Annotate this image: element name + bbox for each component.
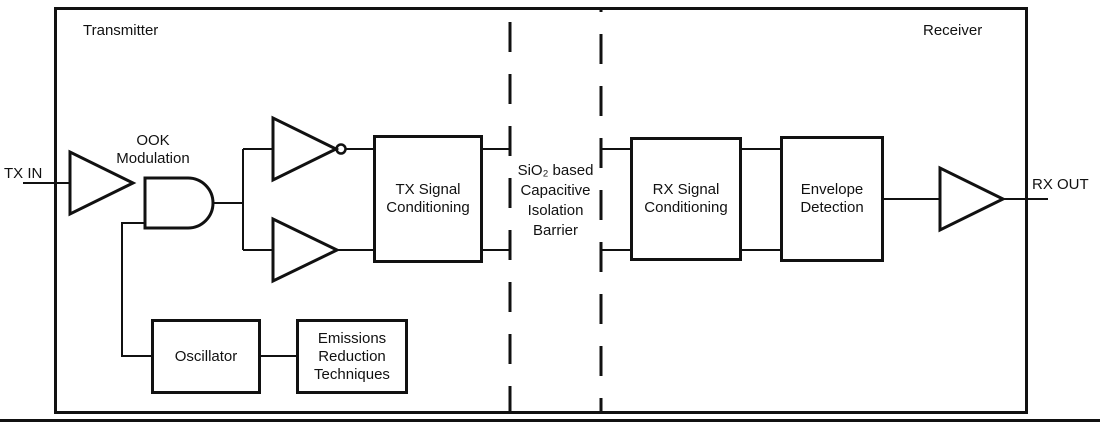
isolation-barrier-label: SiO₂ based Capacitive Isolation Barrier (517, 162, 594, 239)
buffer-amplifier-icon (68, 149, 137, 217)
oscillator-feedback-wire (121, 222, 151, 357)
emissions-reduction-block: Emissions Reduction Techniques (296, 319, 408, 394)
transmitter-region-label: Transmitter (83, 22, 159, 39)
rx-out-port-label: RX OUT (1032, 176, 1089, 193)
device-outline (54, 7, 1028, 414)
envelope-detection-block: Envelope Detection (780, 136, 884, 262)
ook-modulation-label: OOK Modulation (116, 132, 190, 167)
receiver-region-label: Receiver (923, 22, 983, 39)
buffer-amplifier-icon (271, 216, 341, 284)
buffer-amplifier-icon (938, 165, 1007, 233)
tx-in-port-label: TX IN (4, 165, 43, 182)
and-gate-icon (143, 176, 215, 230)
rx-signal-conditioning-block: RX Signal Conditioning (630, 137, 742, 261)
inverter-icon (271, 115, 340, 183)
oscillator-block: Oscillator (151, 319, 261, 394)
tx-signal-conditioning-block: TX Signal Conditioning (373, 135, 483, 263)
